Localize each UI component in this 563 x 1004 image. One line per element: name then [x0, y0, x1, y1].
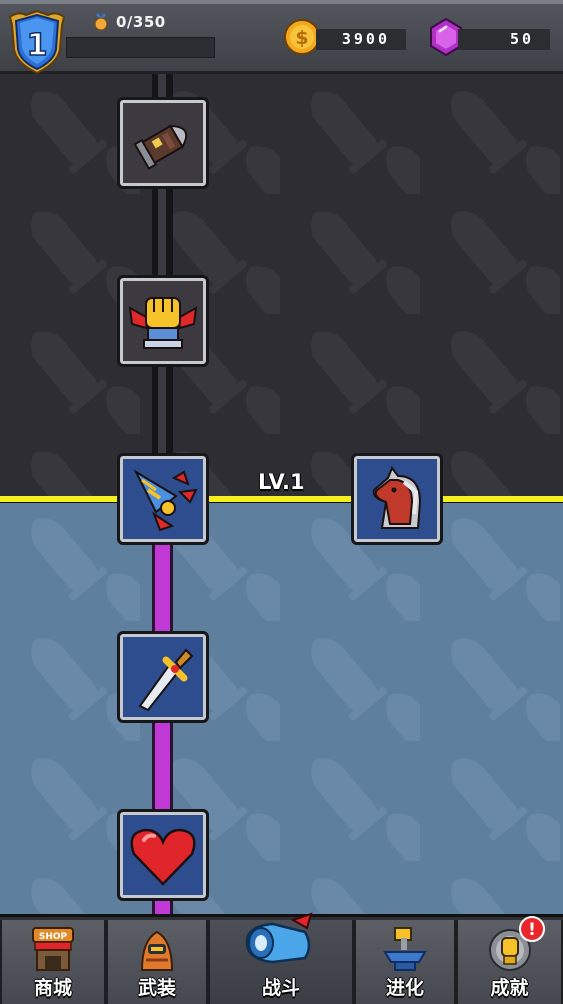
nav-shop[interactable]: SHOP 商城 — [0, 920, 106, 1004]
nav-armory[interactable]: 武装 — [106, 920, 208, 1004]
horse-head-icon — [372, 465, 422, 529]
achievement-trophy-icon — [488, 929, 531, 971]
bullet-icon — [133, 124, 188, 170]
bullet-pattern-background — [0, 501, 563, 914]
bullet-pattern-background — [0, 74, 563, 498]
medal-icon — [94, 13, 108, 31]
level-shield-badge[interactable]: 1 — [8, 9, 66, 75]
battle-cannon-icon — [245, 912, 313, 964]
player-level: 1 — [27, 28, 48, 63]
svg-text:$: $ — [295, 27, 308, 49]
shop-icon: SHOP — [32, 927, 74, 971]
coin-balance: 3900 — [316, 29, 406, 50]
skill-node-dagger[interactable] — [117, 631, 209, 723]
nav-label: 成就 — [490, 977, 529, 999]
svg-text:SHOP: SHOP — [39, 932, 68, 942]
blue-shield-icon — [8, 9, 66, 75]
level-divider-line — [0, 496, 563, 503]
purple-gem-icon — [430, 17, 462, 57]
gem-balance: 50 — [458, 29, 550, 50]
nav-battle[interactable]: 战斗 — [208, 912, 354, 1004]
gem-value: 50 — [509, 30, 534, 48]
skill-node-heart[interactable] — [117, 809, 209, 901]
nav-evolve[interactable]: 进化 — [354, 920, 456, 1004]
gold-coin-icon: $ — [284, 19, 320, 55]
top-status-bar: 0/350 $ 3900 50 — [0, 0, 563, 74]
evolve-anvil-icon — [383, 927, 427, 971]
fist-icon — [128, 297, 198, 349]
dagger-icon — [138, 648, 194, 712]
xp-progress-bar — [66, 37, 215, 58]
armor-icon — [140, 930, 174, 971]
level-unlock-label: LV.1 — [258, 470, 305, 494]
skill-node-drill[interactable] — [117, 453, 209, 545]
xp-counter: 0/350 — [116, 13, 166, 31]
nav-label: 进化 — [385, 977, 424, 999]
alert-badge: ! — [519, 916, 545, 942]
bottom-navigation: SHOP 商城 武装 战斗 进化 — [0, 912, 563, 1004]
nav-label: 战斗 — [261, 977, 300, 999]
skill-node-horse[interactable] — [351, 453, 443, 545]
skill-node-bullet[interactable] — [117, 97, 209, 189]
locked-zone — [0, 74, 563, 498]
drill-icon — [133, 469, 198, 532]
nav-achievements[interactable]: ! 成就 — [456, 916, 563, 1004]
coin-value: 3900 — [341, 30, 390, 48]
unlocked-zone — [0, 501, 563, 914]
heart-icon — [130, 828, 196, 886]
nav-label: 武装 — [137, 977, 176, 999]
skill-node-fist[interactable] — [117, 275, 209, 367]
nav-label: 商城 — [33, 977, 72, 999]
